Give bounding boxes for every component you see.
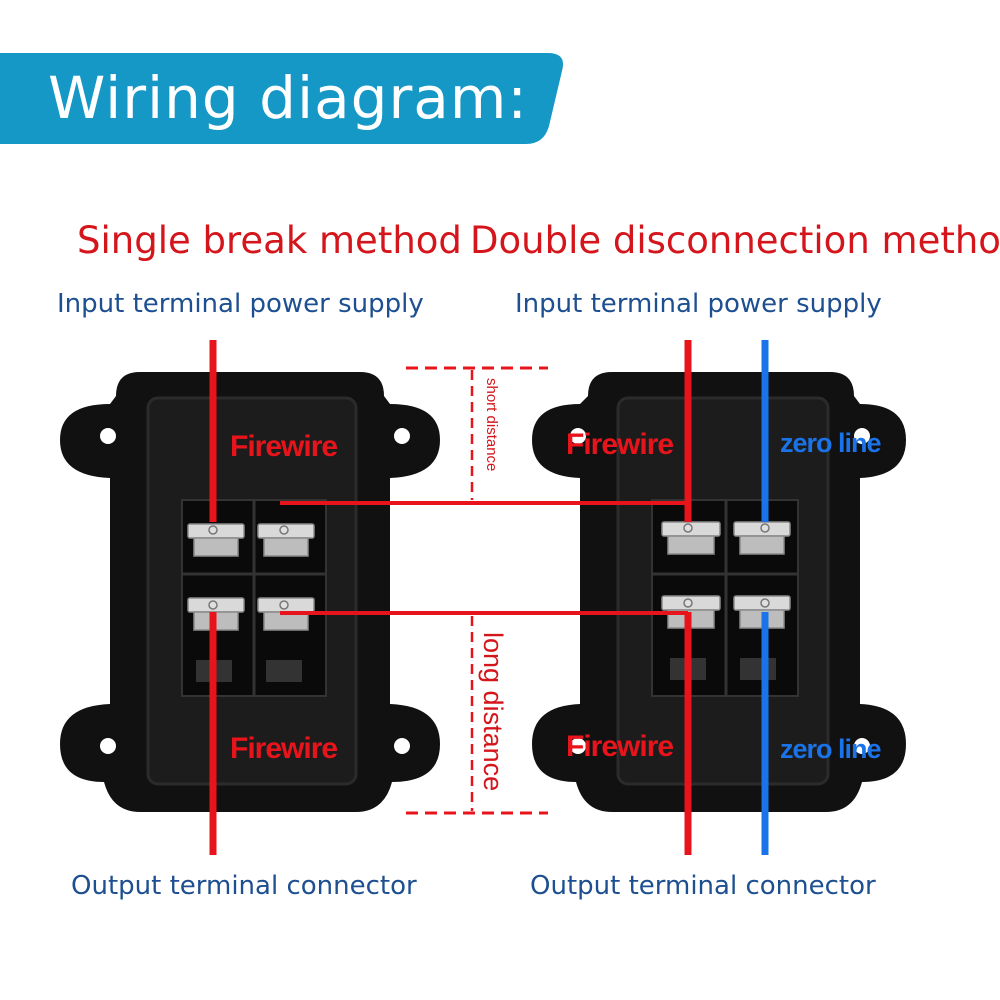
mount-hole <box>570 738 586 754</box>
title-banner <box>0 53 564 144</box>
mount-hole <box>394 738 410 754</box>
left-switch-body <box>60 372 440 812</box>
mount-hole <box>100 428 116 444</box>
left-input-label: Input terminal power supply <box>57 289 424 319</box>
right-input-label: Input terminal power supply <box>515 289 882 319</box>
mount-hole <box>570 428 586 444</box>
wires <box>208 340 770 855</box>
right-bottom-zero-label: zero line <box>780 734 882 764</box>
mount-hole <box>854 428 870 444</box>
left-bottom-fire-label: Firewire <box>230 732 337 765</box>
right-output-label: Output terminal connector <box>530 871 876 901</box>
short-distance-label: short distance <box>483 378 500 471</box>
right-switch-body <box>532 372 906 812</box>
distance-markers <box>406 366 548 815</box>
mount-hole <box>854 738 870 754</box>
right-bottom-fire-label: Firewire <box>566 730 673 763</box>
single-break-heading: Single break method <box>77 219 462 262</box>
double-disconnection-heading: Double disconnection method <box>470 219 1000 262</box>
page-title: Wiring diagram: <box>48 64 528 132</box>
left-output-label: Output terminal connector <box>71 871 417 901</box>
mount-hole <box>394 428 410 444</box>
long-distance-label: long distance <box>478 632 508 791</box>
mount-hole <box>100 738 116 754</box>
left-top-fire-label: Firewire <box>230 430 337 463</box>
right-top-zero-label: zero line <box>780 428 882 458</box>
right-top-fire-label: Firewire <box>566 428 673 461</box>
